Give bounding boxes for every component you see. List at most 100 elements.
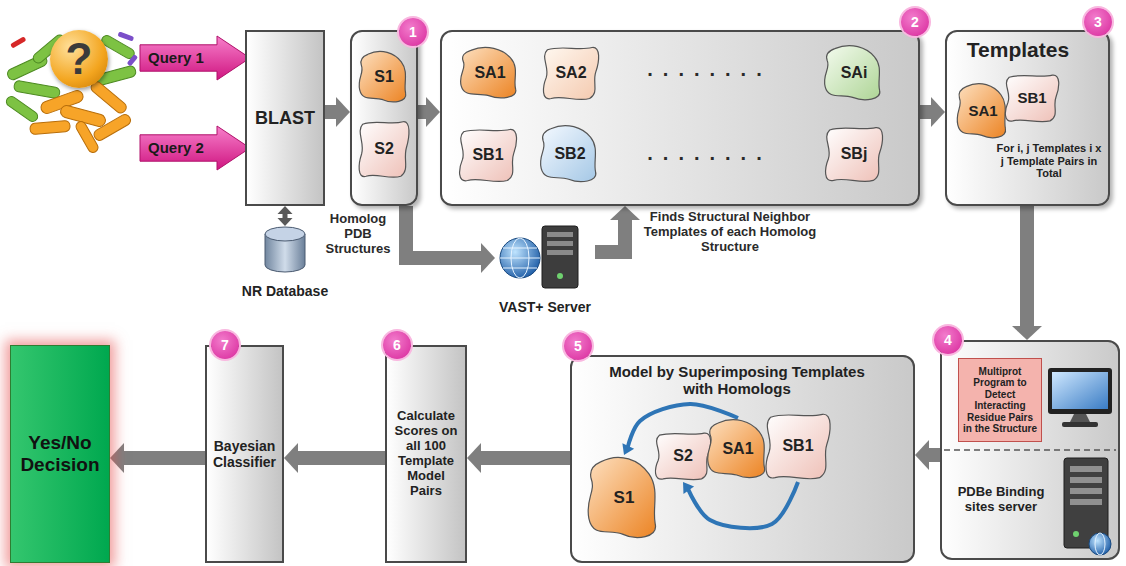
server-icon xyxy=(1064,458,1111,555)
decision-box: Yes/No Decision xyxy=(10,345,110,563)
structure-shape: SB1 xyxy=(1002,72,1062,124)
node-text: SA1 xyxy=(722,440,753,458)
node-text: SAi xyxy=(841,64,868,82)
step-box: 4Multiprot Program to Detect Interacting… xyxy=(940,340,1120,560)
note-label: Finds Structural Neighbor Templates of e… xyxy=(636,210,824,255)
flow-arrow xyxy=(1012,206,1042,340)
flow-arrow xyxy=(418,97,440,127)
server-icon xyxy=(1095,533,1105,555)
node-text: SB1 xyxy=(472,146,503,164)
shape-outline xyxy=(708,420,765,478)
node-text: Query 1 xyxy=(148,49,204,66)
server-node: PDBe Binding sites server xyxy=(948,462,1054,538)
arrow-head xyxy=(931,97,945,127)
structure-shape: SB1 xyxy=(762,410,834,482)
step-box-fill xyxy=(570,355,915,563)
arrow-shaft xyxy=(123,451,205,465)
structure-shape: SBj xyxy=(822,124,886,184)
shape-outline xyxy=(460,129,517,181)
step-box-fill xyxy=(940,340,1120,560)
shape-outline xyxy=(1005,75,1058,122)
node-text: Multiprot Program to Detect Interacting … xyxy=(962,366,1038,435)
database-server-icon xyxy=(547,232,573,237)
server-icon xyxy=(1070,477,1102,483)
server-icon xyxy=(1089,533,1111,555)
node-text: S2 xyxy=(374,140,394,158)
structure-shape: S2 xyxy=(652,430,714,482)
protein-illustration xyxy=(127,54,139,66)
callout-number: 7 xyxy=(211,331,239,359)
flow-arrow xyxy=(284,443,385,473)
superimpose-arrow xyxy=(683,482,798,528)
flow-arrow xyxy=(467,443,570,473)
query-arrow: Query 1 xyxy=(140,36,250,80)
protein-illustration xyxy=(30,120,71,134)
database-server-icon xyxy=(503,268,537,269)
query-protein-circle: ? xyxy=(50,30,108,88)
database-server-icon xyxy=(542,226,578,288)
arrow-head xyxy=(622,443,634,455)
protein-illustration xyxy=(13,80,60,99)
structure-shape: SA1 xyxy=(458,46,522,100)
node-text: SBj xyxy=(841,145,868,163)
callout-number: 4 xyxy=(934,326,962,354)
flow-arrow xyxy=(920,97,945,127)
callout-number: 1 xyxy=(399,18,427,46)
arrow-head xyxy=(467,443,481,473)
step-box: 2SA1SA2SAiSB1SB2SBj xyxy=(440,30,920,206)
arrow-outline xyxy=(140,36,250,80)
database-server-icon xyxy=(500,226,578,288)
node-text: Calculate Scores on all 100 Template Mod… xyxy=(391,409,461,499)
arrow-shaft xyxy=(1020,206,1034,327)
node-text: SA2 xyxy=(555,64,586,82)
arrow-shaft xyxy=(595,219,625,252)
process-box: 7Bayesian Classifier xyxy=(205,345,284,563)
database-server-icon xyxy=(557,273,563,279)
database-server-icon xyxy=(503,248,537,249)
structure-shape: SB1 xyxy=(456,126,520,184)
flow-arrow xyxy=(110,443,205,473)
program-box: Multiprot Program to Detect Interacting … xyxy=(958,358,1042,442)
node-text: For i, j Templates i x j Template Pairs … xyxy=(995,142,1103,180)
node-text: Templates xyxy=(953,38,1083,62)
database-cylinder xyxy=(265,227,305,241)
database-server-icon xyxy=(500,238,540,278)
shape-outline xyxy=(359,51,406,101)
structure-shape: S1 xyxy=(585,455,663,541)
shape-outline xyxy=(824,46,879,100)
step-box: 5Model by Superimposing Templates with H… xyxy=(570,355,915,563)
node-text: S1 xyxy=(614,488,635,508)
structure-shape: S1 xyxy=(357,50,411,104)
arrow-head xyxy=(1012,326,1042,340)
shape-outline xyxy=(655,433,710,480)
node-text: NR Database xyxy=(242,283,328,299)
shape-outline xyxy=(540,126,595,182)
arrow-shaft xyxy=(406,206,482,258)
arrow-head xyxy=(481,243,495,273)
note-label: Homolog PDB Structures xyxy=(322,212,394,257)
node-text: Bayesian Classifier xyxy=(211,438,278,470)
arrow-shaft xyxy=(920,105,932,119)
structure-shape: SA1 xyxy=(955,82,1011,140)
arrow-head xyxy=(278,206,293,214)
computer-icon xyxy=(1052,372,1108,409)
callout-number: 2 xyxy=(901,8,929,36)
query-arrow: Query 2 xyxy=(140,126,250,170)
callout-number: 3 xyxy=(1084,8,1112,36)
arrow-head xyxy=(683,482,694,494)
arrow-head xyxy=(610,206,640,220)
flow-arrow xyxy=(406,206,495,273)
shape-outline xyxy=(957,84,1005,138)
flow-arrow xyxy=(278,206,293,226)
server-icon xyxy=(1070,499,1102,505)
shape-outline xyxy=(543,47,598,99)
node-text: PDBe Binding sites server xyxy=(951,485,1051,515)
arrow-shaft xyxy=(325,105,337,119)
protein-illustration xyxy=(10,36,26,48)
arrow-head xyxy=(278,218,293,226)
callout-number: 5 xyxy=(564,332,592,360)
arrow-shaft xyxy=(418,105,427,119)
protein-illustration xyxy=(89,80,128,115)
server-icon xyxy=(1070,488,1102,494)
